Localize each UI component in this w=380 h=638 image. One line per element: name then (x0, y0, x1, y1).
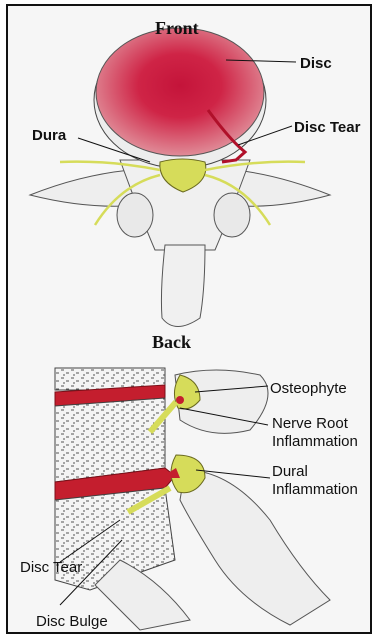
label-disc-tear-side: Disc Tear (20, 559, 82, 576)
label-front: Front (155, 18, 199, 38)
label-dural-2: Inflammation (272, 481, 358, 498)
label-osteophyte: Osteophyte (270, 380, 347, 397)
label-disc-bulge: Disc Bulge (36, 613, 108, 630)
label-dural-1: Dural (272, 463, 308, 480)
disc-shape (96, 28, 264, 156)
label-dura: Dura (32, 127, 67, 144)
label-disc-tear-top: Disc Tear (294, 119, 361, 136)
label-disc: Disc (300, 55, 332, 72)
label-back: Back (152, 332, 191, 352)
side-spine (55, 368, 330, 630)
label-nerve-root-1: Nerve Root (272, 415, 349, 432)
label-nerve-root-2: Inflammation (272, 433, 358, 450)
